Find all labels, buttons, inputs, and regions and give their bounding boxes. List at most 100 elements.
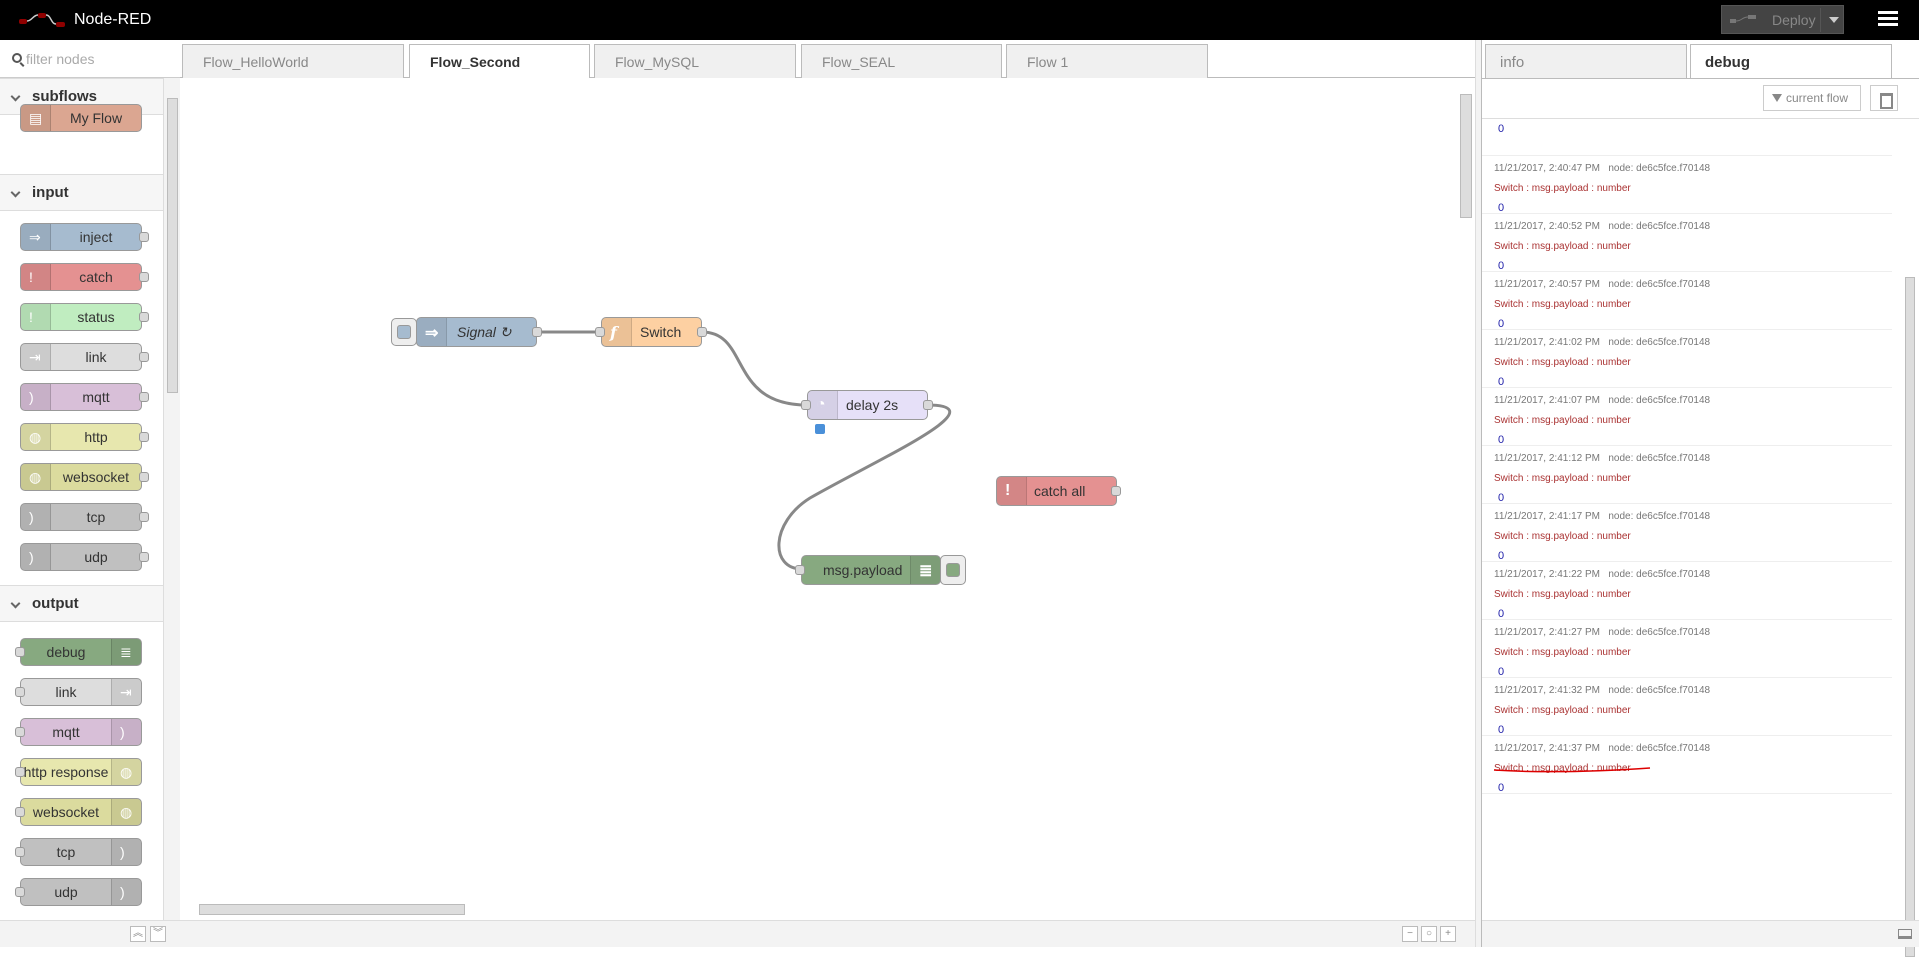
list-item[interactable]: 11/21/2017, 2:40:57 PM node: de6c5fce.f7… xyxy=(1482,272,1892,330)
output-port[interactable] xyxy=(1111,486,1121,496)
message-value: 0 xyxy=(1498,318,1505,330)
palette-node-mqtt-out[interactable]: )mqtt xyxy=(15,718,142,746)
palette-node-link-out[interactable]: ⇥link xyxy=(15,678,142,706)
debug-scrollbar[interactable] xyxy=(1902,120,1918,960)
tab-flow-helloworld[interactable]: Flow_HelloWorld xyxy=(182,44,404,78)
message-meta: 11/21/2017, 2:41:22 PM node: de6c5fce.f7… xyxy=(1494,569,1711,580)
node-label: inject xyxy=(79,229,113,245)
palette-node-websocket-out[interactable]: ◍websocket xyxy=(15,798,142,826)
canvas-vertical-scrollbar[interactable] xyxy=(1458,92,1475,902)
list-item[interactable]: 11/21/2017, 2:41:02 PM node: de6c5fce.f7… xyxy=(1482,330,1892,388)
tab-info[interactable]: info xyxy=(1485,44,1687,78)
deploy-button[interactable]: Deploy xyxy=(1721,5,1844,34)
palette-node-mqtt-in[interactable]: )mqtt xyxy=(20,383,149,411)
message-source: Switch : msg.payload : number xyxy=(1494,415,1631,426)
list-item[interactable]: 11/21/2017, 2:40:47 PM node: de6c5fce.f7… xyxy=(1482,156,1892,214)
tab-flow-1[interactable]: Flow 1 xyxy=(1006,44,1208,78)
zoom-out-icon[interactable]: − xyxy=(1402,926,1418,942)
canvas-horizontal-scrollbar[interactable] xyxy=(183,902,1453,916)
bridge-icon: ) xyxy=(21,384,51,410)
globe-icon: ◍ xyxy=(21,464,51,490)
category-header-output[interactable]: output xyxy=(0,585,163,622)
node-label: delay 2s xyxy=(846,397,899,413)
message-source: Switch : msg.payload : number xyxy=(1494,299,1631,310)
palette-node-debug[interactable]: ≣debug xyxy=(15,638,142,666)
input-port xyxy=(15,687,25,697)
node-switch[interactable]: f Switch xyxy=(601,317,702,347)
palette-scrollbar[interactable] xyxy=(163,78,180,947)
list-item[interactable]: 11/21/2017, 2:41:37 PM node: de6c5fce.f7… xyxy=(1482,736,1892,794)
node-label: link xyxy=(55,684,77,700)
palette-node-inject[interactable]: ⇒inject xyxy=(20,223,149,251)
app-title: Node-RED xyxy=(74,11,152,28)
scrollbar-thumb[interactable] xyxy=(1905,277,1915,957)
inject-button[interactable] xyxy=(391,318,417,346)
globe-icon: ◍ xyxy=(111,759,141,785)
sidebar-separator[interactable] xyxy=(1475,40,1481,947)
zoom-in-icon[interactable]: + xyxy=(1440,926,1456,942)
trash-icon[interactable] xyxy=(1870,85,1898,111)
list-item[interactable]: 11/21/2017, 2:41:07 PM node: de6c5fce.f7… xyxy=(1482,388,1892,446)
output-port[interactable] xyxy=(923,400,933,410)
node-label: udp xyxy=(54,884,78,900)
message-source: Switch : msg.payload : number xyxy=(1494,473,1631,484)
sidebar: info debug current flow 0 11/21/2017, 2:… xyxy=(1481,40,1919,960)
input-port[interactable] xyxy=(795,565,805,575)
filter-current-flow-button[interactable]: current flow xyxy=(1763,85,1861,111)
tab-flow-second[interactable]: Flow_Second xyxy=(409,44,590,79)
palette-node-status[interactable]: !status xyxy=(20,303,149,331)
zoom-reset-icon[interactable]: ○ xyxy=(1421,926,1437,942)
message-source: Switch : msg.payload : number xyxy=(1494,531,1631,542)
scrollbar-thumb[interactable] xyxy=(1460,94,1472,218)
node-label: debug xyxy=(46,644,86,660)
node-signal[interactable]: ⇒ Signal ↻ xyxy=(416,317,537,347)
tab-flow-seal[interactable]: Flow_SEAL xyxy=(801,44,1002,78)
node-catch-all[interactable]: ! catch all xyxy=(996,476,1117,506)
node-label: catch xyxy=(79,269,113,285)
palette-node-catch[interactable]: !catch xyxy=(20,263,149,291)
search-icon xyxy=(12,53,22,63)
output-port[interactable] xyxy=(697,327,707,337)
message-meta: 11/21/2017, 2:40:57 PM node: de6c5fce.f7… xyxy=(1494,279,1711,290)
palette-node-http-response[interactable]: ◍http response xyxy=(15,758,142,786)
category-header-input[interactable]: input xyxy=(0,174,163,211)
list-item[interactable]: 11/21/2017, 2:41:17 PM node: de6c5fce.f7… xyxy=(1482,504,1892,562)
deploy-menu-caret-icon[interactable] xyxy=(1820,8,1844,32)
palette-node-http-in[interactable]: ◍http xyxy=(20,423,149,451)
input-port xyxy=(15,887,25,897)
palette-node-udp-in[interactable]: )udp xyxy=(20,543,149,571)
tab-debug[interactable]: debug xyxy=(1690,44,1892,79)
collapse-all-icon[interactable]: ︽ xyxy=(130,926,146,942)
list-item[interactable]: 11/21/2017, 2:41:32 PM node: de6c5fce.f7… xyxy=(1482,678,1892,736)
list-item[interactable]: 11/21/2017, 2:41:27 PM node: de6c5fce.f7… xyxy=(1482,620,1892,678)
message-value: 0 xyxy=(1498,492,1505,504)
debug-toggle-button[interactable] xyxy=(940,555,966,585)
palette-node-tcp-out[interactable]: )tcp xyxy=(15,838,142,866)
scrollbar-thumb[interactable] xyxy=(199,904,465,915)
palette-node-websocket-in[interactable]: ◍websocket xyxy=(20,463,149,491)
palette-node-udp-out[interactable]: )udp xyxy=(15,878,142,906)
output-port[interactable] xyxy=(532,327,542,337)
palette-node-my-flow[interactable]: ▤ My Flow xyxy=(20,104,142,132)
expand-all-icon[interactable]: ︾ xyxy=(150,926,166,942)
filter-nodes-input[interactable]: filter nodes xyxy=(0,40,180,78)
node-label: Signal ↻ xyxy=(457,324,512,340)
main-menu-icon[interactable] xyxy=(1878,11,1898,29)
list-item[interactable]: 11/21/2017, 2:40:52 PM node: de6c5fce.f7… xyxy=(1482,214,1892,272)
input-port[interactable] xyxy=(595,327,605,337)
list-item[interactable]: 11/21/2017, 2:41:22 PM node: de6c5fce.f7… xyxy=(1482,562,1892,620)
list-item[interactable]: 11/21/2017, 2:41:12 PM node: de6c5fce.f7… xyxy=(1482,446,1892,504)
workspace-canvas[interactable]: ⇒ Signal ↻ f Switch ◔ delay 2s ! catch a… xyxy=(180,78,1475,907)
palette-node-tcp-in[interactable]: )tcp xyxy=(20,503,149,531)
node-label: websocket xyxy=(32,804,100,820)
node-delay[interactable]: ◔ delay 2s xyxy=(807,390,928,420)
popout-icon[interactable] xyxy=(1898,929,1912,939)
category-label: subflows xyxy=(32,88,98,105)
output-port xyxy=(139,512,149,522)
input-port[interactable] xyxy=(801,400,811,410)
node-msg-payload[interactable]: ≣ msg.payload xyxy=(801,555,941,585)
message-source: Switch : msg.payload : number xyxy=(1494,705,1631,716)
palette-node-link-in[interactable]: ⇥link xyxy=(20,343,149,371)
scrollbar-thumb[interactable] xyxy=(167,98,178,393)
tab-flow-mysql[interactable]: Flow_MySQL xyxy=(594,44,796,78)
